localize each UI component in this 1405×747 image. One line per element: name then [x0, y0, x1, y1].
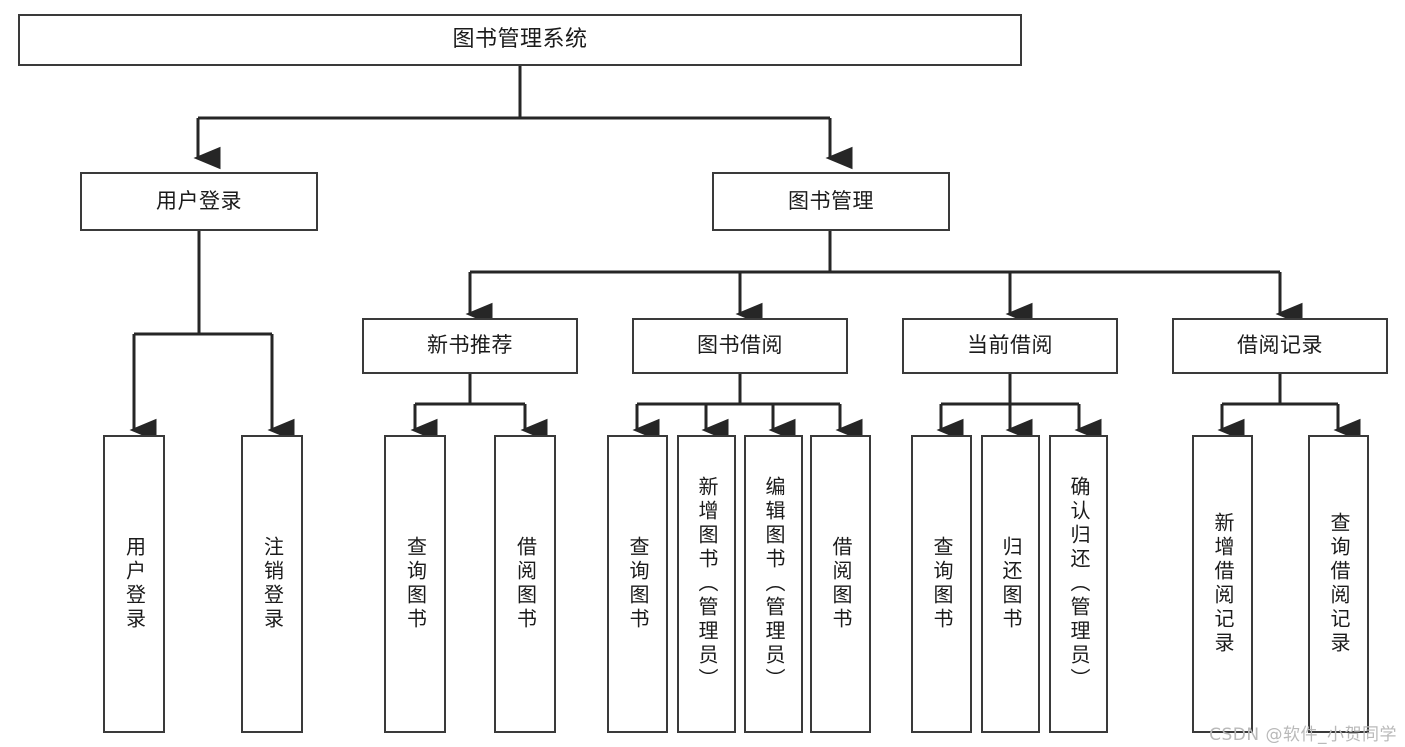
- node-borrow-record[interactable]: 借阅记录: [1172, 318, 1388, 374]
- leaf-new-book-borrow-book[interactable]: 借阅图书: [494, 435, 556, 733]
- leaf-label: 查询借阅记录: [1327, 512, 1351, 656]
- csdn-watermark: CSDN @软件_小贺同学: [1209, 725, 1397, 745]
- leaf-label: 查询图书: [626, 536, 650, 632]
- leaf-current-borrow-return-book[interactable]: 归还图书: [981, 435, 1040, 733]
- node-book-management[interactable]: 图书管理: [712, 172, 950, 231]
- node-user-login[interactable]: 用户登录: [80, 172, 318, 231]
- leaf-book-borrow-borrow-book[interactable]: 借阅图书: [810, 435, 871, 733]
- leaf-label: 注销登录: [260, 536, 285, 632]
- leaf-label: 借阅图书: [513, 536, 538, 632]
- leaf-label: 借阅图书: [829, 536, 853, 632]
- node-book-borrow[interactable]: 图书借阅: [632, 318, 848, 374]
- node-root-book-management-system[interactable]: 图书管理系统: [18, 14, 1022, 66]
- leaf-label: 确认归还（管理员）: [1067, 476, 1091, 692]
- leaf-current-borrow-confirm-return-admin[interactable]: 确认归还（管理员）: [1049, 435, 1108, 733]
- leaf-borrow-record-query-record[interactable]: 查询借阅记录: [1308, 435, 1369, 733]
- node-current-borrow[interactable]: 当前借阅: [902, 318, 1118, 374]
- leaf-new-book-query-book[interactable]: 查询图书: [384, 435, 446, 733]
- leaf-book-borrow-add-book-admin[interactable]: 新增图书（管理员）: [677, 435, 736, 733]
- leaf-current-borrow-query-book[interactable]: 查询图书: [911, 435, 972, 733]
- leaf-book-borrow-edit-book-admin[interactable]: 编辑图书（管理员）: [744, 435, 803, 733]
- leaf-label: 编辑图书（管理员）: [762, 476, 786, 692]
- leaf-borrow-record-add-record[interactable]: 新增借阅记录: [1192, 435, 1253, 733]
- leaf-label: 新增借阅记录: [1211, 512, 1235, 656]
- leaf-book-borrow-query-book[interactable]: 查询图书: [607, 435, 668, 733]
- leaf-user-login-login[interactable]: 用户登录: [103, 435, 165, 733]
- leaf-label: 用户登录: [122, 536, 147, 632]
- leaf-label: 查询图书: [930, 536, 954, 632]
- leaf-label: 归还图书: [999, 536, 1023, 632]
- node-new-book-recommend[interactable]: 新书推荐: [362, 318, 578, 374]
- leaf-label: 查询图书: [403, 536, 428, 632]
- leaf-label: 新增图书（管理员）: [695, 476, 719, 692]
- leaf-user-login-logout[interactable]: 注销登录: [241, 435, 303, 733]
